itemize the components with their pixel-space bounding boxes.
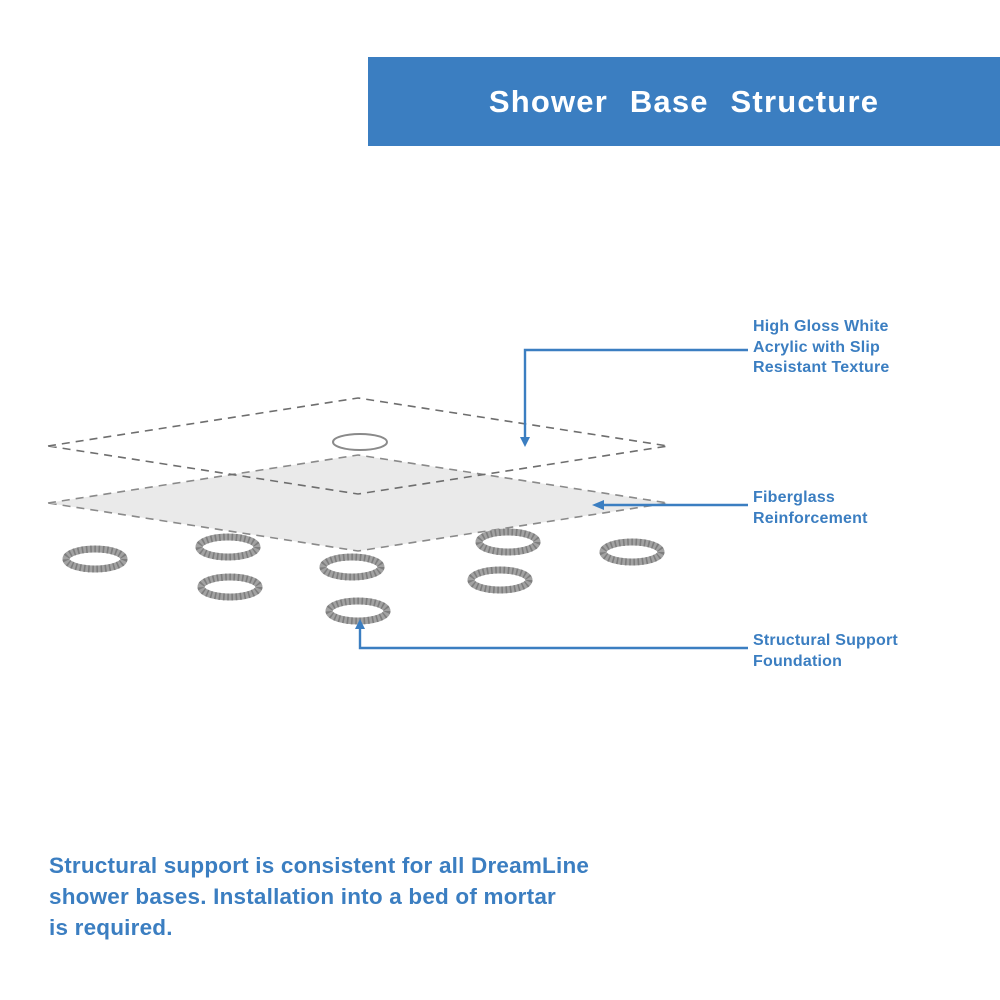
label-acrylic: High Gloss White Acrylic with Slip Resis… bbox=[753, 317, 889, 379]
foundation-leader-arrow bbox=[355, 619, 365, 629]
label-acrylic-line3: Resistant Texture bbox=[753, 359, 890, 376]
footer-line1: Structural support is consistent for all… bbox=[49, 853, 590, 878]
label-foundation: Structural Support Foundation bbox=[753, 631, 898, 672]
drain-ellipse bbox=[332, 433, 388, 451]
footer-line2: shower bases. Installation into a bed of… bbox=[49, 884, 556, 909]
header-banner: Shower Base Structure bbox=[368, 57, 1000, 146]
support-ring bbox=[66, 549, 124, 569]
support-ring bbox=[329, 601, 387, 621]
label-foundation-line2: Foundation bbox=[753, 652, 843, 670]
support-ring bbox=[201, 577, 259, 597]
label-foundation-line1: Structural Support bbox=[753, 632, 898, 649]
label-fiberglass-line2: Reinforcement bbox=[753, 509, 868, 527]
label-acrylic-line1: High Gloss White bbox=[753, 318, 889, 335]
support-ring bbox=[479, 532, 537, 552]
footer-text: Structural support is consistent for all… bbox=[49, 850, 589, 943]
support-ring bbox=[323, 557, 381, 577]
fiberglass-layer bbox=[47, 454, 669, 552]
fiberglass-leader-arrow bbox=[592, 500, 604, 510]
footer-line3: is required. bbox=[49, 915, 173, 940]
acrylic-leader-arrow bbox=[520, 437, 530, 447]
label-fiberglass: Fiberglass Reinforcement bbox=[753, 488, 868, 529]
foundation-leader-line bbox=[358, 628, 748, 650]
label-fiberglass-line1: Fiberglass bbox=[753, 489, 836, 506]
page-title: Shower Base Structure bbox=[488, 83, 880, 119]
support-ring bbox=[471, 570, 529, 590]
support-ring bbox=[199, 537, 257, 557]
acrylic-leader-line bbox=[523, 348, 748, 438]
label-acrylic-line2: Acrylic with Slip bbox=[753, 338, 880, 356]
support-ring bbox=[603, 542, 661, 562]
